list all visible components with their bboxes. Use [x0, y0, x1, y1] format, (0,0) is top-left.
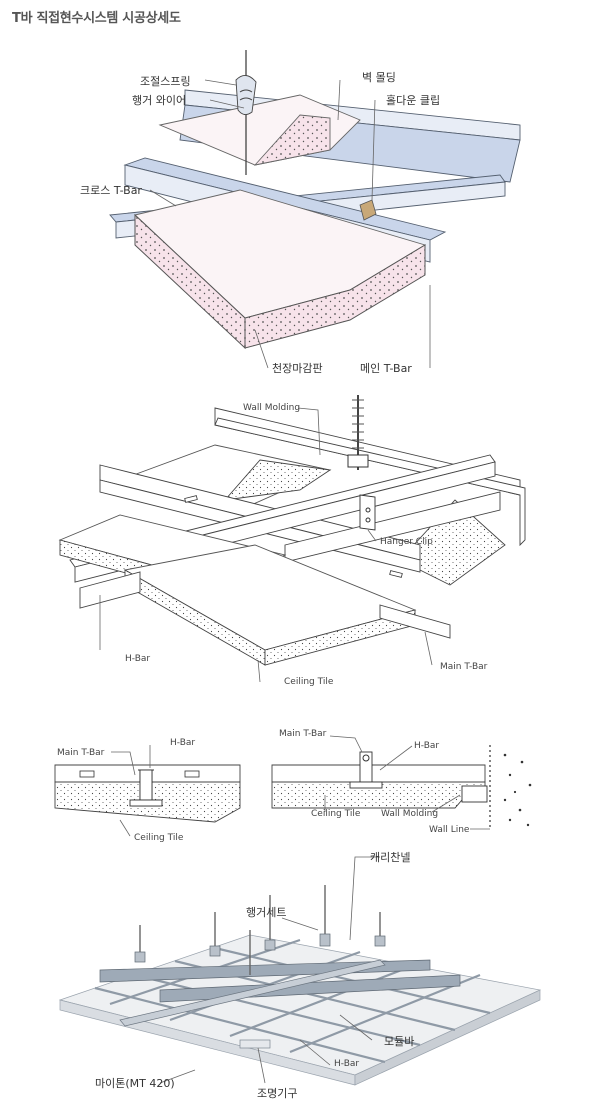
fig5-label-mitone: 마이톤(MT 420)	[95, 1077, 175, 1090]
page-title: T바 직접현수시스템 시공상세도	[12, 11, 181, 26]
fig4-label-ceiling-tile: Ceiling Tile	[311, 809, 361, 819]
fig5-carrier-channel-1	[99, 959, 431, 983]
fig2-label-main-tbar: Main T-Bar	[440, 662, 488, 672]
fig2-main-tbar-front	[379, 604, 451, 639]
fig4-label-h-bar: H-Bar	[414, 741, 439, 751]
fig3-label-ceiling-tile: Ceiling Tile	[134, 833, 184, 843]
fig1-label-ceiling-panel: 천장마감판	[272, 361, 323, 375]
fig2-rod-nut	[347, 454, 369, 468]
fig2-label-ceiling-tile: Ceiling Tile	[284, 677, 334, 687]
fig2-label-hanger-clip: Hanger Clip	[380, 537, 433, 547]
fig1-label-hanger-wire: 행거 와이어	[132, 94, 186, 107]
fig5-label-lighting: 조명기구	[257, 1087, 297, 1100]
fig5-lighting-fixture	[239, 1039, 271, 1049]
fig4-wall-molding	[461, 785, 488, 803]
fig4-main-tbar-web	[271, 764, 486, 783]
fig5-hanger-set	[319, 933, 331, 947]
fig5-label-hanger-set: 행거세트	[246, 906, 286, 919]
fig1-label-wall-molding: 벽 몰딩	[362, 71, 396, 84]
figure-4-section-wall: Main T-Bar H-Bar Ceiling Tile Wall Moldi…	[271, 729, 532, 835]
fig5-label-carrier-channel: 캐리찬넬	[370, 850, 410, 864]
figure-5-grid-perspective: 캐리찬넬 행거세트 모듈바 H-Bar 마이톤(MT 420) 조명기구	[58, 850, 542, 1100]
fig2-label-wall-molding: Wall Molding	[243, 403, 300, 413]
fig2-main-tbar-2	[284, 491, 501, 563]
fig2-h-bar	[79, 571, 141, 609]
fig1-adjust-spring	[235, 75, 257, 115]
fig1-back-tile-edge	[253, 114, 331, 166]
figure-3-section-hbar: Main T-Bar H-Bar Ceiling Tile	[54, 738, 241, 843]
fig1-label-cross-tbar: 크로스 T-Bar	[80, 184, 142, 197]
fig1-front-panel-right	[244, 244, 426, 349]
fig1-label-hold-down-clip: 홀다운 클립	[386, 94, 440, 107]
fig2-label-h-bar: H-Bar	[125, 654, 150, 664]
fig4-label-main-tbar: Main T-Bar	[279, 729, 327, 739]
fig5-label-module-bar: 모듈바	[384, 1035, 414, 1048]
fig4-label-wall-molding: Wall Molding	[381, 809, 438, 819]
fig3-label-main-tbar: Main T-Bar	[57, 748, 105, 758]
fig1-hold-down-clip	[359, 199, 377, 221]
fig5-tile-field	[58, 934, 542, 1076]
fig5-label-h-bar: H-Bar	[334, 1059, 359, 1069]
fig4-label-wall-line: Wall Line	[429, 825, 470, 835]
fig1-label-main-tbar: 메인 T-Bar	[360, 362, 412, 375]
fig3-label-h-bar: H-Bar	[170, 738, 195, 748]
fig4-wall-dots	[503, 753, 532, 827]
fig2-hanger-clip	[359, 494, 376, 531]
fig5-h-bar-run	[119, 959, 386, 1027]
figure-2-english-hbar-system: Wall Molding Hanger Clip H-Bar Ceiling T…	[58, 395, 526, 687]
fig2-back-tile-edge	[223, 459, 332, 501]
figure-1-korean-tbar-system: 조절스프링 행거 와이어 벽 몰딩 홀다운 클립 크로스 T-Bar 천장마감판…	[80, 50, 521, 375]
fig1-label-spring: 조절스프링	[140, 75, 191, 88]
